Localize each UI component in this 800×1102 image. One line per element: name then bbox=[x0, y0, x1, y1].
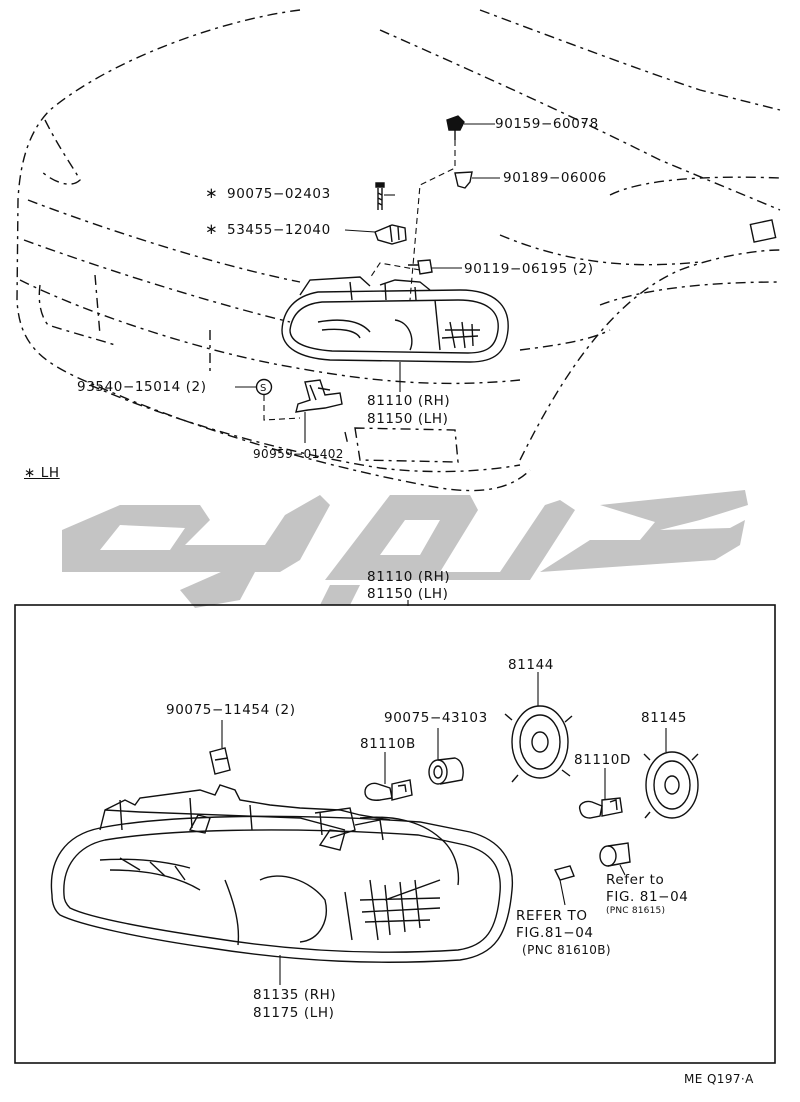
part-cap-81145 bbox=[643, 751, 699, 819]
lh-note: ∗ LH bbox=[24, 465, 60, 481]
label-81110b: 81110B bbox=[360, 736, 416, 752]
part-clip-90075-11454 bbox=[209, 747, 231, 775]
asterisk-mark: ∗ bbox=[205, 184, 219, 202]
label-90075-11454: 90075−11454 (2) bbox=[166, 702, 296, 718]
label-90075-43103: 90075−43103 bbox=[384, 710, 488, 726]
label-81110-rh-lower: 81110 (RH) bbox=[367, 569, 451, 585]
upper-leader-lines bbox=[235, 123, 500, 443]
lower-leader-lines bbox=[221, 672, 667, 985]
label-81135-rh: 81135 (RH) bbox=[253, 987, 337, 1003]
label-90119-06195: 90119−06195 (2) bbox=[464, 261, 594, 277]
label-81150-lh-lower: 81150 (LH) bbox=[367, 586, 449, 602]
fender-marker bbox=[749, 219, 777, 243]
label-81150-lh-upper: 81150 (LH) bbox=[367, 411, 449, 427]
upper-dashed-leaders bbox=[263, 140, 456, 421]
car-body-outline bbox=[16, 9, 781, 492]
part-socket-90075-43103 bbox=[428, 757, 464, 785]
upper-headlamp bbox=[281, 276, 509, 363]
asterisk-mark: ∗ bbox=[205, 220, 219, 238]
clip-symbol: S bbox=[260, 383, 266, 394]
refer-note-1-line1: Refer to bbox=[606, 872, 665, 888]
lower-headlamp bbox=[50, 784, 514, 963]
part-bulb-81110b bbox=[364, 779, 413, 801]
label-90959-01402: 90959−01402 bbox=[253, 447, 344, 461]
part-clip-93540 bbox=[255, 378, 273, 396]
label-90159-60078: 90159−60078 bbox=[495, 116, 599, 132]
part-screw-90075-02403 bbox=[375, 182, 385, 210]
part-bolt-90119 bbox=[408, 259, 433, 275]
part-bulb-81110d bbox=[578, 797, 623, 819]
part-bulb-81610b bbox=[553, 865, 575, 881]
refer-note-2-line1: REFER TO bbox=[516, 908, 588, 924]
label-53455-12040: 53455−12040 bbox=[227, 222, 331, 238]
refer-note-2-line3: (PNC 81610B) bbox=[522, 943, 611, 957]
part-bracket-90959 bbox=[295, 379, 343, 413]
watermark-logo bbox=[62, 490, 748, 608]
part-bolt-90159 bbox=[446, 115, 465, 140]
label-90189-06006: 90189−06006 bbox=[503, 170, 607, 186]
label-90075-02403: 90075−02403 bbox=[227, 186, 331, 202]
figure-code: ME Q197·A bbox=[684, 1072, 754, 1086]
label-81110d: 81110D bbox=[574, 752, 631, 768]
refer-note-1-line3: (PNC 81615) bbox=[606, 906, 666, 916]
part-nut-90189 bbox=[454, 171, 473, 189]
part-cap-81144 bbox=[504, 705, 573, 783]
refer-note-2-line2: FIG.81−04 bbox=[516, 925, 594, 941]
label-81110-rh-upper: 81110 (RH) bbox=[367, 393, 451, 409]
label-81144: 81144 bbox=[508, 657, 554, 673]
label-81175-lh: 81175 (LH) bbox=[253, 1005, 335, 1021]
detail-box bbox=[14, 604, 776, 1064]
label-81145: 81145 bbox=[641, 710, 687, 726]
label-93540-15014: 93540−15014 (2) bbox=[77, 379, 207, 395]
part-bracket-53455 bbox=[374, 224, 407, 245]
part-bulb-81615 bbox=[599, 842, 631, 867]
refer-note-1-line2: FIG. 81−04 bbox=[606, 889, 689, 905]
